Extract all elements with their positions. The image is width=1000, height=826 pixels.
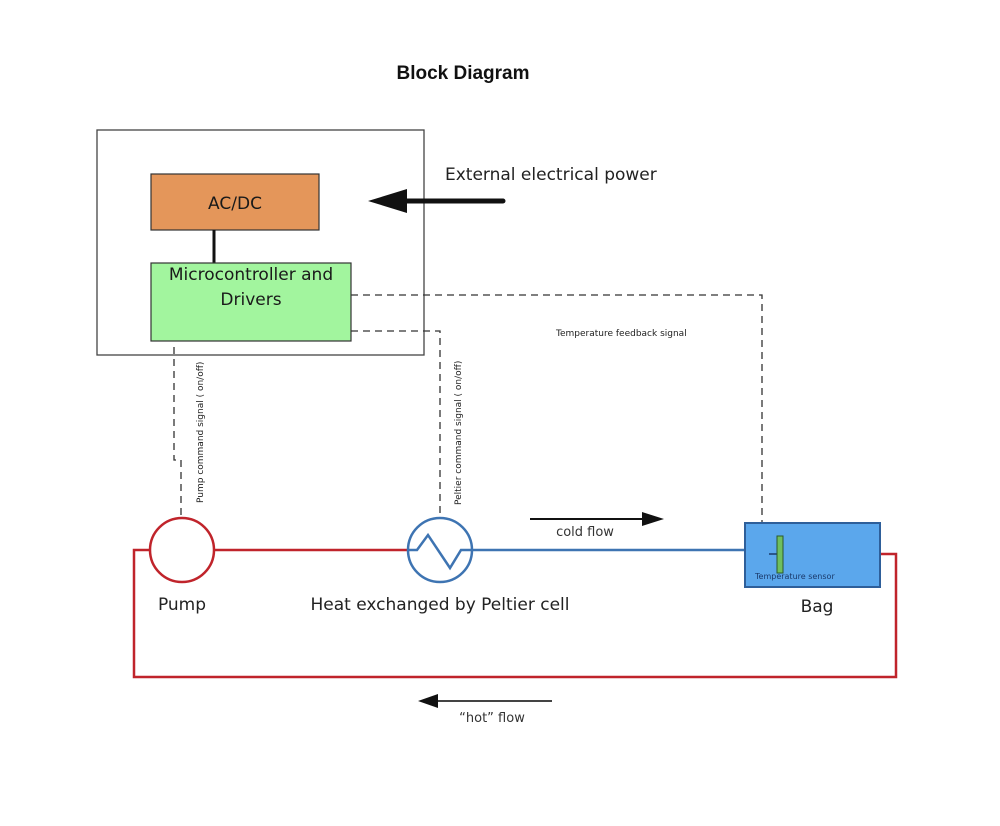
bag: Temperature sensor <box>744 522 881 588</box>
controller-enclosure <box>96 129 425 356</box>
microcontroller-label-line2: Drivers <box>220 290 281 310</box>
heat-exchanger-zigzag-icon <box>408 532 472 571</box>
pump-command-line <box>173 347 182 517</box>
power-arrow-head <box>368 189 407 213</box>
acdc-block: AC/DC <box>150 173 320 231</box>
cold-flow-label: cold flow <box>556 525 614 540</box>
temperature-feedback-label: Temperature feedback signal <box>555 329 687 339</box>
microcontroller-box <box>150 262 352 342</box>
cold-flow-arrow-head <box>642 512 664 526</box>
temperature-sensor-label: Temperature sensor <box>754 572 835 581</box>
diagram-title: Block Diagram <box>396 63 529 84</box>
temperature-sensor-icon <box>776 535 784 574</box>
hot-flow-label: “hot” flow <box>459 711 525 726</box>
bag-box <box>744 522 881 588</box>
cold-flow-arrow <box>530 512 664 526</box>
microcontroller-label-line1: Microcontroller and <box>169 265 333 285</box>
pump-label: Pump <box>158 595 206 615</box>
acdc-label: AC/DC <box>208 194 262 214</box>
peltier-command-label: Peltier command signal ( on/off) <box>454 361 464 505</box>
bag-label: Bag <box>801 597 834 617</box>
microcontroller-block: Microcontroller and Drivers <box>150 262 352 342</box>
hot-loop-line <box>132 548 898 679</box>
external-power-arrow <box>368 189 506 213</box>
temperature-feedback-line <box>351 294 763 564</box>
peltier-label: Heat exchanged by Peltier cell <box>311 595 570 615</box>
hot-flow-arrow <box>418 694 552 708</box>
peltier-command-line <box>351 330 441 518</box>
hot-flow-arrow-head <box>418 694 438 708</box>
acdc-box <box>150 173 320 231</box>
pump-symbol-icon <box>148 516 216 584</box>
peltier-heat-exchanger <box>406 516 474 584</box>
pump <box>148 516 216 584</box>
pump-command-label: Pump command signal ( on/off) <box>196 362 206 503</box>
external-power-label: External electrical power <box>445 165 657 185</box>
